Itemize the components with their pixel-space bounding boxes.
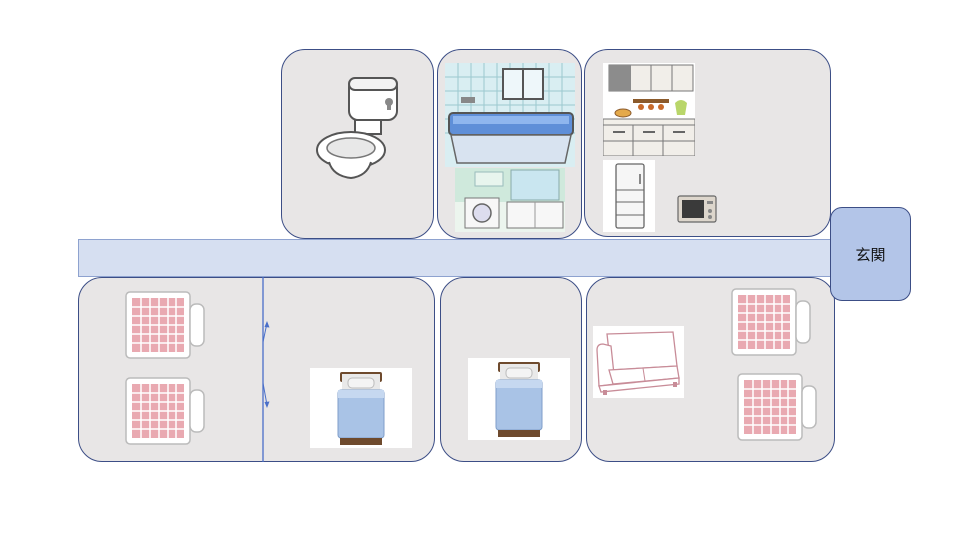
futon-icon: [125, 291, 205, 359]
hallway: [78, 239, 848, 277]
kitchen-icon: [603, 64, 695, 156]
bed-icon: [337, 372, 385, 445]
sofa-icon: [596, 331, 680, 395]
washroom-icon: [455, 168, 565, 229]
toilet-icon: [316, 77, 398, 180]
bathtub-icon: [445, 63, 575, 164]
entrance-label: 玄関: [855, 245, 886, 264]
microwave-icon: [677, 195, 717, 223]
entrance-box: 玄関: [830, 207, 911, 301]
futon-icon: [125, 377, 205, 445]
bed-icon: [495, 362, 543, 437]
futon-icon: [737, 373, 817, 441]
futon-icon: [731, 288, 811, 356]
refrigerator-icon: [615, 163, 645, 229]
sliding-door-arrow-icon: [262, 277, 270, 462]
